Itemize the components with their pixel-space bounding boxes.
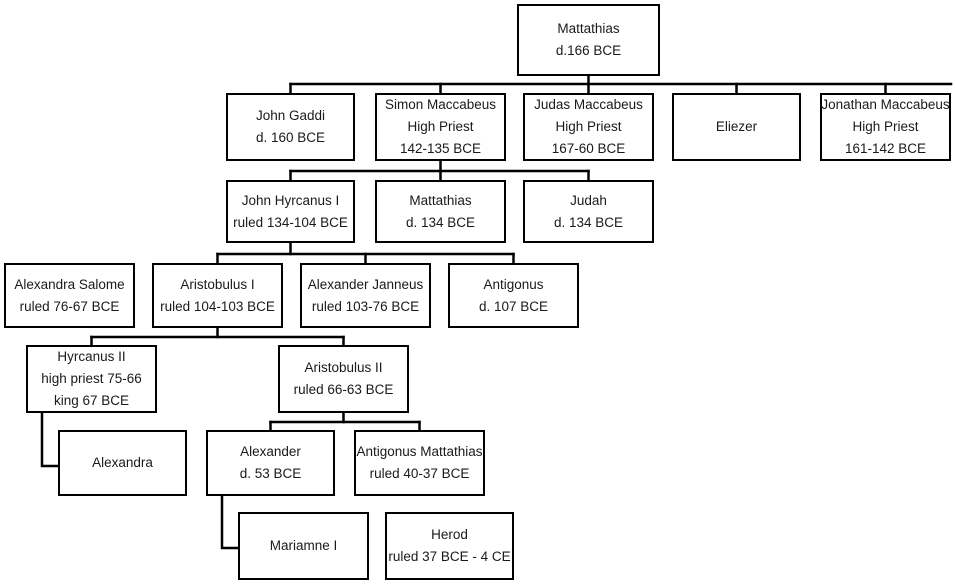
node-jonathan-maccabeus-line-0: Jonathan Maccabeus <box>821 97 950 113</box>
node-aristobulus-ii-line-0: Aristobulus II <box>304 360 383 376</box>
node-john-gaddi-line-1: d. 160 BCE <box>255 130 326 145</box>
connector-21 <box>40 411 60 468</box>
node-hyrcanus-ii-line-1: high priest 75-66 <box>41 371 142 387</box>
node-aristobulus-i-line-1: ruled 104-103 BCE <box>160 298 275 314</box>
node-judah-line-0: Judah <box>570 192 607 208</box>
node-mattathias-son-line-1: d. 134 BCE <box>405 214 476 230</box>
node-alexander-line-1: d. 53 BCE <box>239 466 302 481</box>
node-john-hyrcanus-i[interactable]: John Hyrcanus I ruled 134-104 BCE <box>226 180 355 243</box>
node-john-gaddi[interactable]: John Gaddi d. 160 BCE <box>226 93 355 161</box>
node-eliezer-line-0: Eliezer <box>715 119 758 135</box>
node-mattathias-son[interactable]: Mattathias d. 134 BCE <box>375 180 506 243</box>
node-aristobulus-ii[interactable]: Aristobulus II ruled 66-63 BCE <box>278 345 409 413</box>
node-judas-maccabeus-line-1: High Priest <box>555 119 622 135</box>
node-alexander-janneus-line-1: ruled 103-76 BCE <box>311 298 420 314</box>
node-hyrcanus-ii-line-0: Hyrcanus II <box>57 349 126 365</box>
node-aristobulus-i-line-0: Aristobulus I <box>180 276 255 292</box>
node-antigonus-line-1: d. 107 BCE <box>478 298 549 314</box>
node-antigonus-mattathias-line-0: Antigonus Mattathias <box>356 444 483 460</box>
node-antigonus[interactable]: Antigonus d. 107 BCE <box>448 263 579 328</box>
node-judas-maccabeus-line-2: 167-60 BCE <box>551 140 626 156</box>
node-alexander-janneus-line-0: Alexander Janneus <box>307 276 424 292</box>
connector-26 <box>220 494 240 550</box>
node-mattathias-line-1: d.166 BCE <box>555 43 622 58</box>
node-john-gaddi-line-0: John Gaddi <box>255 108 326 124</box>
node-alexander-janneus[interactable]: Alexander Janneus ruled 103-76 BCE <box>300 263 431 328</box>
node-john-hyrcanus-i-line-0: John Hyrcanus I <box>241 192 340 208</box>
node-hyrcanus-ii[interactable]: Hyrcanus II high priest 75-66 king 67 BCE <box>26 345 157 413</box>
node-aristobulus-i[interactable]: Aristobulus I ruled 104-103 BCE <box>152 263 283 328</box>
node-alexandra-line-0: Alexandra <box>92 455 153 471</box>
node-alexander[interactable]: Alexander d. 53 BCE <box>206 430 335 496</box>
node-jonathan-maccabeus-line-1: High Priest <box>852 119 919 135</box>
node-alexandra-salome-line-1: ruled 76-67 BCE <box>19 298 120 314</box>
node-herod-line-1: ruled 37 BCE - 4 CE <box>388 549 511 564</box>
node-herod[interactable]: Herod ruled 37 BCE - 4 CE <box>385 512 514 580</box>
node-alexandra[interactable]: Alexandra <box>58 430 187 496</box>
node-mariamne-i-line-0: Mariamne I <box>269 538 338 554</box>
node-mariamne-i[interactable]: Mariamne I <box>238 512 369 580</box>
node-eliezer[interactable]: Eliezer <box>672 93 801 161</box>
node-hyrcanus-ii-line-2: king 67 BCE <box>53 392 130 408</box>
node-mattathias-son-line-0: Mattathias <box>409 192 472 208</box>
node-judas-maccabeus-line-0: Judas Maccabeus <box>534 97 643 113</box>
node-john-hyrcanus-i-line-1: ruled 134-104 BCE <box>233 214 348 230</box>
node-alexandra-salome[interactable]: Alexandra Salome ruled 76-67 BCE <box>4 263 135 328</box>
node-judah-line-1: d. 134 BCE <box>553 214 624 230</box>
node-aristobulus-ii-line-1: ruled 66-63 BCE <box>293 382 394 397</box>
node-mattathias-line-0: Mattathias <box>557 21 620 37</box>
node-herod-line-0: Herod <box>431 527 468 543</box>
node-simon-maccabeus-line-0: Simon Maccabeus <box>384 97 497 113</box>
node-simon-maccabeus-line-2: 142-135 BCE <box>399 140 482 156</box>
node-antigonus-mattathias[interactable]: Antigonus Mattathias ruled 40-37 BCE <box>354 430 485 496</box>
node-antigonus-mattathias-line-1: ruled 40-37 BCE <box>369 466 470 481</box>
node-judah[interactable]: Judah d. 134 BCE <box>523 180 654 243</box>
node-antigonus-line-0: Antigonus <box>483 276 544 292</box>
node-mattathias[interactable]: Mattathias d.166 BCE <box>517 4 660 76</box>
node-alexandra-salome-line-0: Alexandra Salome <box>14 276 125 292</box>
node-simon-maccabeus-line-1: High Priest <box>407 119 474 135</box>
node-jonathan-maccabeus-line-2: 161-142 BCE <box>844 140 927 156</box>
node-alexander-line-0: Alexander <box>240 444 301 460</box>
